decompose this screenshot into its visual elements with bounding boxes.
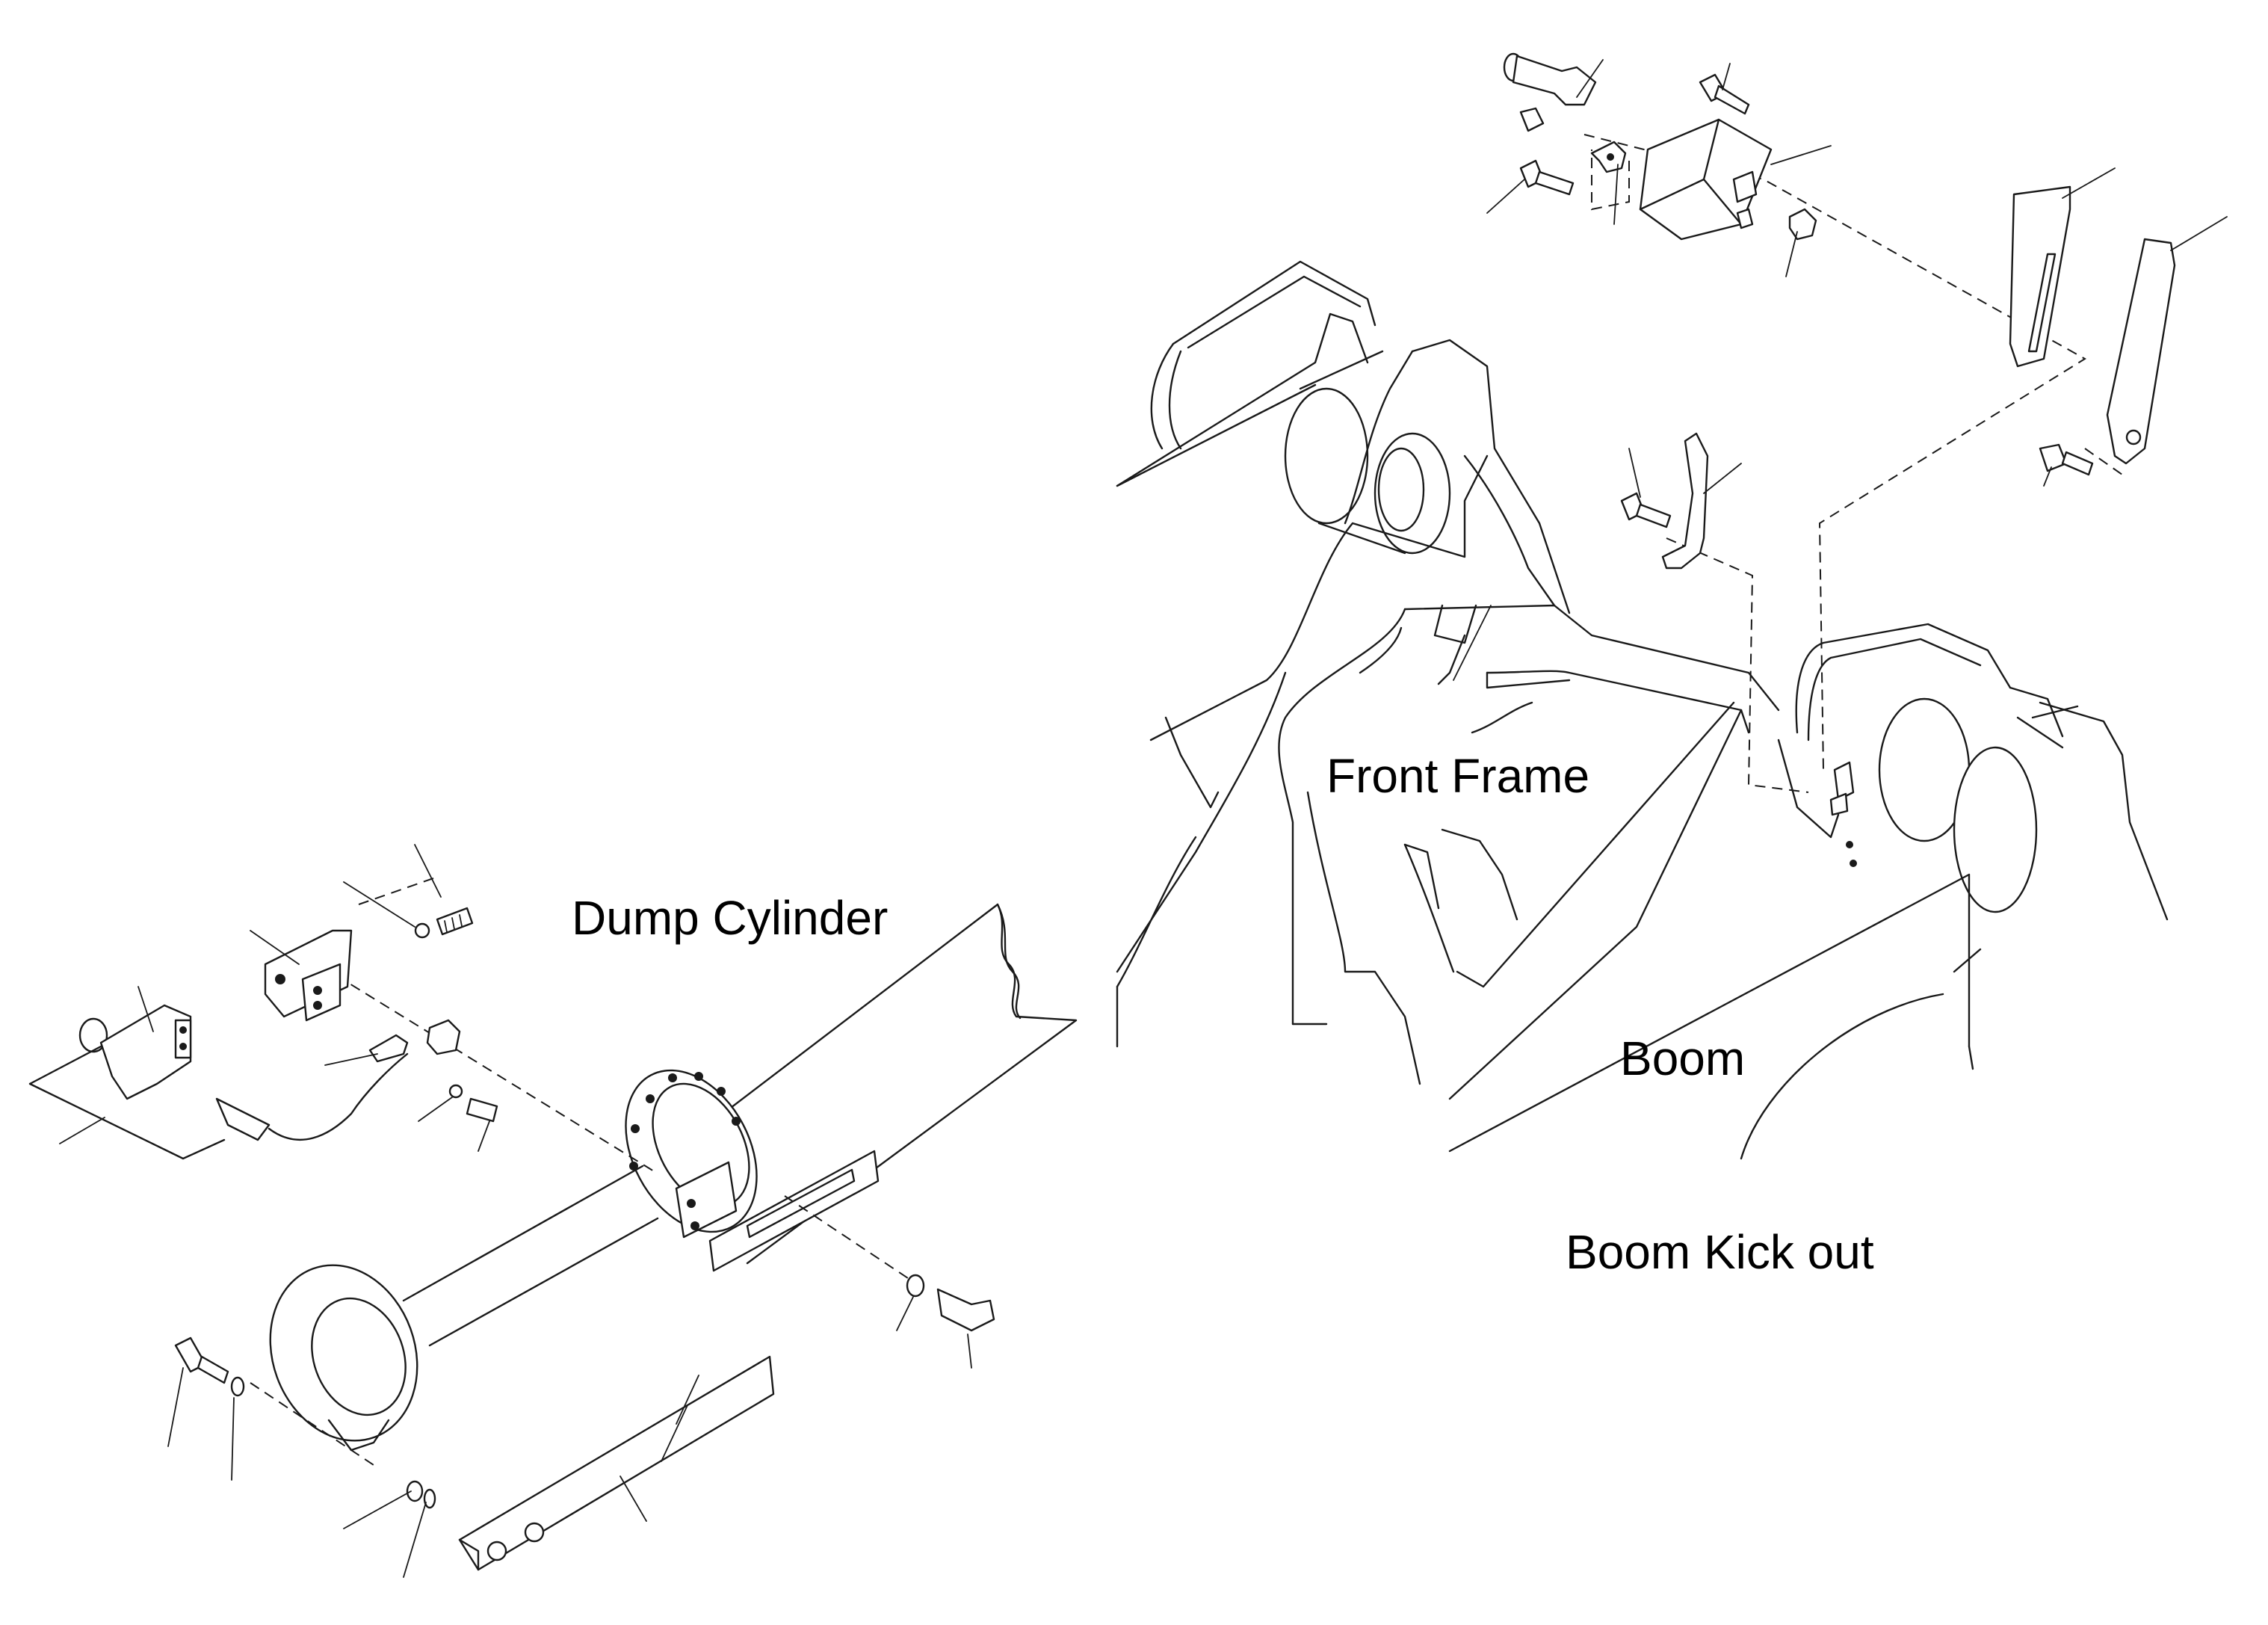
- mounting-bracket-top: [264, 929, 353, 1022]
- right-boom-pivot: [1795, 623, 2169, 921]
- exploded-path-7: [1666, 537, 1809, 793]
- label-boom-kick-out: Boom Kick out: [1566, 1225, 1874, 1279]
- leader-lines-left: [59, 844, 972, 1578]
- left-boom-pivot: [1116, 260, 1571, 614]
- nut-right: [1788, 208, 1817, 241]
- front-frame-body: [1116, 350, 1780, 1100]
- exploded-path-6: [1591, 149, 1630, 211]
- switch-base-plate: [28, 1045, 226, 1160]
- bolt-right: [906, 1274, 995, 1332]
- bolt-side-mid: [1620, 492, 1672, 528]
- label-dump-cylinder: Dump Cylinder: [572, 891, 888, 945]
- rod-eye: [269, 1264, 418, 1452]
- exploded-path-1: [336, 975, 658, 1174]
- cylinder-barrel: [682, 903, 1078, 1265]
- switch-bracket-top: [1590, 141, 1627, 173]
- cam-plate-upper: [2009, 185, 2071, 368]
- switch-cover-box: [1639, 118, 1773, 241]
- leader-lines-right: [1453, 59, 2228, 681]
- cylinder-sensor-bracket: [675, 1150, 880, 1272]
- bolt-left-right-assembly: [1519, 159, 1575, 196]
- limit-switch: [78, 1004, 409, 1141]
- washers-bottom: [406, 1480, 436, 1509]
- bolt-top-right: [1699, 73, 1750, 115]
- clip-and-block: [368, 1019, 461, 1063]
- boom-proximity-switch: [1829, 761, 1855, 816]
- proximity-switch-top: [1503, 52, 1597, 132]
- striker-plate: [458, 1355, 775, 1571]
- boom-body: [1448, 739, 1982, 1160]
- cam-plate-lower: [2106, 238, 2176, 465]
- label-front-frame: Front Frame: [1326, 749, 1589, 803]
- piston-rod: [402, 1165, 659, 1347]
- exploded-path-3: [250, 1382, 374, 1466]
- side-bracket-mid: [1661, 432, 1709, 570]
- exploded-path-8: [2084, 448, 2123, 475]
- dump-cylinder-assembly: [28, 844, 1078, 1578]
- exploded-path-2: [784, 1195, 920, 1286]
- front-frame-boom-assembly: [1116, 52, 2228, 1160]
- label-boom: Boom: [1620, 1032, 1745, 1085]
- exploded-path-5: [1583, 134, 2086, 771]
- bolt-cam: [2039, 443, 2094, 476]
- bolt-bottom-left: [174, 1336, 245, 1397]
- bolt-top-left: [414, 907, 474, 939]
- bolt-mid-left: [448, 1084, 498, 1123]
- exploded-path-4: [358, 878, 434, 905]
